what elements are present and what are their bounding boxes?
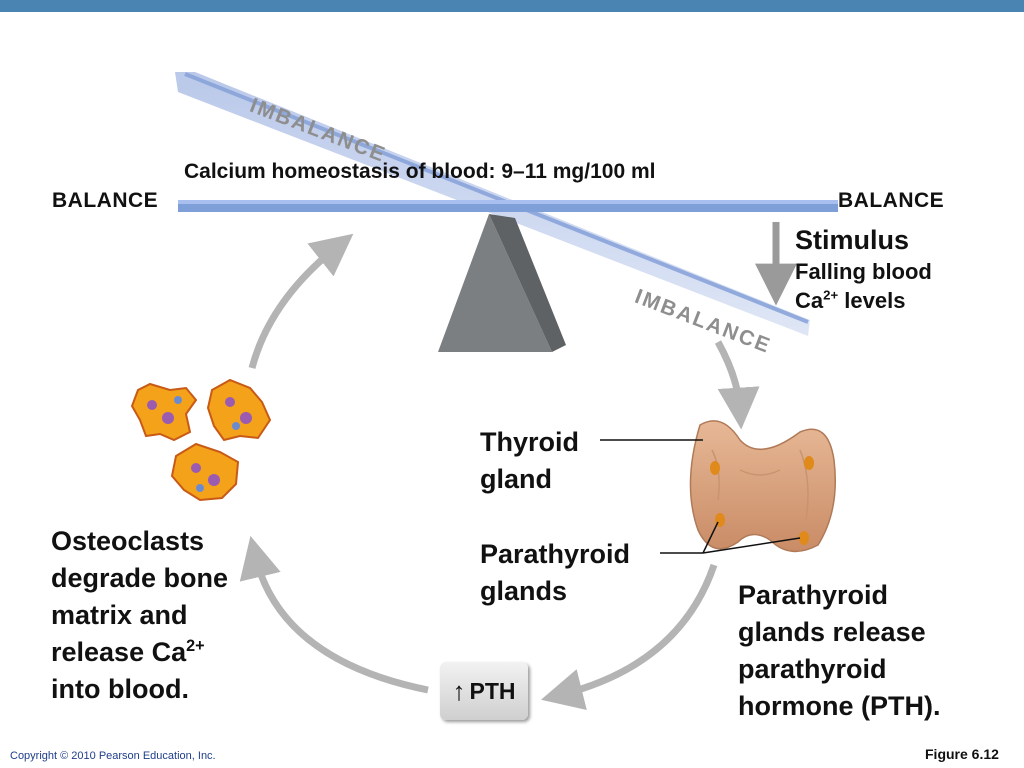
osteoclast-cell-illustration xyxy=(130,378,272,502)
stimulus-line1: Falling blood xyxy=(795,259,932,284)
stimulus-block: Stimulus Falling blood Ca2+ levels xyxy=(795,224,932,315)
balance-left-label: BALANCE xyxy=(52,189,159,212)
parathyroid-gland xyxy=(710,461,720,475)
thyroid-label: Thyroid gland xyxy=(480,427,579,494)
pth-label: PTH xyxy=(469,677,516,704)
thyroid-gland-illustration xyxy=(689,420,837,553)
top-accent-bar xyxy=(0,0,1024,12)
stimulus-heading: Stimulus xyxy=(795,225,910,255)
cycle-arrow-to-thyroid xyxy=(714,340,760,430)
parathyroid-gland xyxy=(804,456,814,470)
osteoclasts-label: Osteoclasts degrade bone matrix and rele… xyxy=(51,526,229,704)
parathyroid-gland xyxy=(799,531,809,545)
stimulus-line2: Ca2+ levels xyxy=(795,287,906,313)
cycle-arrow-to-pth xyxy=(540,563,718,710)
seesaw-fulcrum xyxy=(438,214,552,352)
release-label: Parathyroid glands release parathyroid h… xyxy=(738,580,941,721)
balance-right-label: BALANCE xyxy=(838,189,945,212)
copyright-text: Copyright © 2010 Pearson Education, Inc. xyxy=(10,750,216,762)
cycle-arrow-to-osteoclasts xyxy=(239,535,429,694)
cycle-arrow-to-balance xyxy=(248,233,354,369)
figure-number: Figure 6.12 xyxy=(925,746,999,762)
up-arrow-icon: ↑ xyxy=(452,676,466,706)
pth-box: ↑ PTH xyxy=(440,662,528,720)
parathyroid-label: Parathyroid glands xyxy=(480,539,631,606)
diagram-title: Calcium homeostasis of blood: 9–11 mg/10… xyxy=(184,160,656,183)
